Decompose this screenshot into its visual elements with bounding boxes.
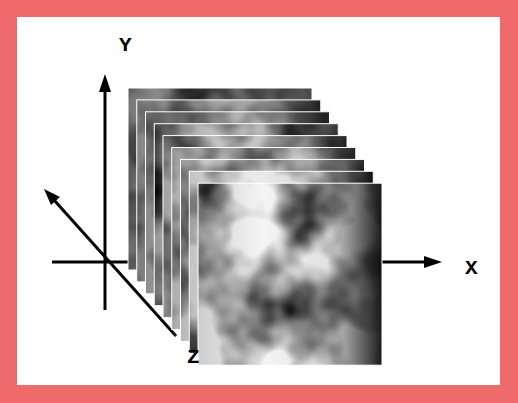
axis-label: Z (187, 347, 200, 368)
y-axis (99, 74, 111, 310)
slice-shade (198, 183, 382, 365)
image-slice (198, 183, 382, 365)
slice-edge (198, 183, 382, 365)
image-slices (128, 88, 382, 365)
slice-texture (198, 183, 382, 365)
axis-label: Y (119, 35, 132, 56)
axis-label: X (465, 258, 478, 279)
